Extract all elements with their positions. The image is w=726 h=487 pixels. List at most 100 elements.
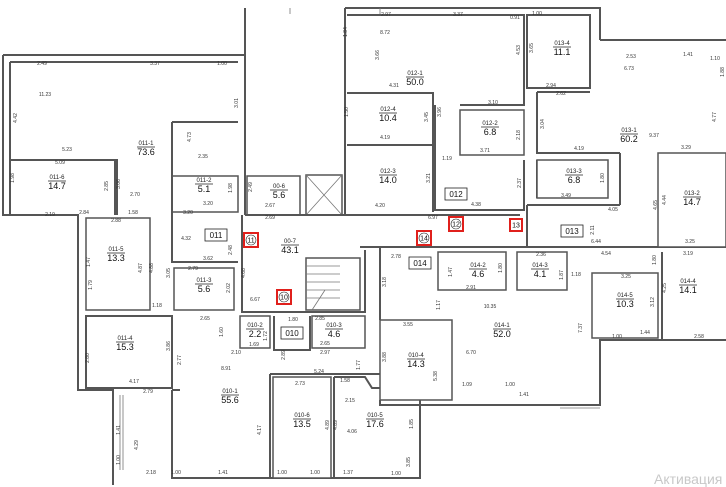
dimension-label: 6.44 (591, 239, 601, 245)
room-00-6[interactable]: 00-65.6 (270, 184, 288, 200)
dimension-label: 2.84 (79, 210, 89, 216)
room-012-2[interactable]: 012-26.8 (481, 121, 499, 137)
room-014-2[interactable]: 014-24.6 (469, 263, 487, 279)
room-area: 4.6 (472, 269, 485, 279)
section-011[interactable]: 011 (204, 228, 228, 242)
dimension-label: 5.23 (62, 147, 72, 153)
dimension-label: 2.15 (345, 398, 355, 404)
dimension-label: 3.45 (424, 112, 430, 122)
room-id: 013-4 (554, 41, 570, 47)
dimension-label: 6.70 (466, 350, 476, 356)
dimension-label: 2.58 (694, 334, 704, 340)
room-id: 010-6 (294, 413, 310, 419)
dimension-label: 4.44 (662, 195, 668, 205)
room-id: 011-2 (197, 178, 213, 184)
dimension-label: 4.73 (187, 132, 193, 142)
room-id: 014-3 (532, 263, 548, 269)
room-011-1[interactable]: 011-173.6 (137, 141, 155, 157)
dimension-label: 4.54 (601, 251, 611, 257)
dimension-label: 1.41 (683, 52, 693, 58)
room-010-6[interactable]: 010-613.5 (293, 413, 311, 429)
room-013-2[interactable]: 013-214.7 (683, 191, 701, 207)
marker-14[interactable]: 14 (416, 230, 432, 246)
room-013-3[interactable]: 013-36.8 (565, 169, 583, 185)
marker-11[interactable]: 11 (243, 232, 259, 248)
dimension-label: 3.49 (561, 193, 571, 199)
room-012-4[interactable]: 012-410.4 (379, 107, 397, 123)
room-id: 012-4 (380, 107, 396, 113)
dimension-label: 1.80 (600, 173, 606, 183)
section-013[interactable]: 013 (560, 224, 584, 238)
section-014[interactable]: 014 (408, 256, 432, 270)
dimension-label: 10.35 (484, 304, 497, 310)
dimension-label: 8.91 (221, 366, 231, 372)
room-011-4[interactable]: 011-415.3 (116, 336, 134, 352)
room-012-3[interactable]: 012-314.0 (379, 169, 397, 185)
section-012[interactable]: 012 (444, 187, 468, 201)
marker-10[interactable]: 10 (276, 289, 292, 305)
dimension-label: 1.84 (343, 27, 349, 37)
dimension-label: 1.58 (128, 210, 138, 216)
dimension-label: 1.00 (116, 455, 122, 465)
room-id: 012-3 (380, 169, 396, 175)
room-area: 10.4 (379, 113, 397, 123)
dimension-label: 1.00 (277, 470, 287, 476)
room-id: 013-2 (684, 191, 700, 197)
dimension-label: 1.88 (720, 67, 726, 77)
room-010-4[interactable]: 010-414.3 (407, 353, 425, 369)
dimension-label: 4.20 (375, 203, 385, 209)
room-013-4[interactable]: 013-411.1 (553, 41, 571, 57)
marker-13[interactable]: 13 (509, 218, 523, 232)
entrance-markers: 11 10 12 13 14 (243, 216, 523, 305)
svg-text:012: 012 (449, 190, 463, 199)
dimension-label: 4.17 (257, 425, 263, 435)
room-010-1[interactable]: 010-155.6 (221, 389, 239, 405)
dimension-label: 2.79 (188, 266, 198, 272)
room-014-3[interactable]: 014-34.1 (531, 263, 549, 279)
dimension-label: 2.48 (228, 245, 234, 255)
dimension-label: 1.37 (343, 470, 353, 476)
dimension-label: 5.24 (314, 369, 324, 375)
svg-text:10: 10 (280, 295, 288, 302)
dimension-label: 2.36 (536, 252, 546, 258)
dimension-label: 1.69 (249, 342, 259, 348)
room-013-1[interactable]: 013-160.2 (620, 128, 638, 144)
dimension-label: 4.89 (333, 420, 339, 430)
dimension-label: 1.18 (152, 303, 162, 309)
dimension-label: 1.87 (559, 270, 565, 280)
dimension-label: 2.70 (130, 192, 140, 198)
dimension-label: 1.00 (505, 382, 515, 388)
dimension-label: 1.77 (356, 360, 362, 370)
room-id: 013-1 (621, 128, 637, 134)
walls (2, 7, 726, 485)
dimension-label: 3.20 (203, 201, 213, 207)
room-area: 55.6 (221, 395, 239, 405)
dimension-label: 1.09 (462, 382, 472, 388)
room-011-6[interactable]: 011-614.7 (48, 175, 66, 191)
room-011-5[interactable]: 011-513.3 (107, 247, 125, 263)
dimension-label: 4.65 (653, 200, 659, 210)
room-014-1[interactable]: 014-152.0 (493, 323, 511, 339)
dimension-label: 4.17 (129, 379, 139, 385)
room-014-4[interactable]: 014-414.1 (679, 279, 697, 295)
dimension-label: 4.29 (134, 440, 140, 450)
dimension-label: 4.87 (138, 263, 144, 273)
room-area: 5.1 (198, 184, 211, 194)
dimension-label: 3.04 (540, 119, 546, 129)
section-010[interactable]: 010 (280, 326, 304, 340)
room-011-3[interactable]: 011-35.6 (195, 278, 213, 294)
room-011-2[interactable]: 011-25.1 (195, 178, 213, 194)
room-area: 43.1 (281, 245, 299, 255)
room-010-5[interactable]: 010-517.6 (366, 413, 384, 429)
room-00-7[interactable]: 00-743.1 (281, 239, 299, 255)
room-010-3[interactable]: 010-34.6 (325, 323, 343, 339)
dimension-label: 2.02 (226, 283, 232, 293)
dimension-label: 2.10 (231, 350, 241, 356)
marker-12[interactable]: 12 (448, 216, 464, 232)
room-014-5[interactable]: 014-510.3 (616, 293, 634, 309)
dimension-label: 2.88 (111, 218, 121, 224)
room-012-1[interactable]: 012-150.0 (406, 71, 424, 87)
room-010-2[interactable]: 010-22.2 (246, 323, 264, 339)
room-id: 011-4 (118, 336, 134, 342)
dimension-label: 1.60 (219, 327, 225, 337)
